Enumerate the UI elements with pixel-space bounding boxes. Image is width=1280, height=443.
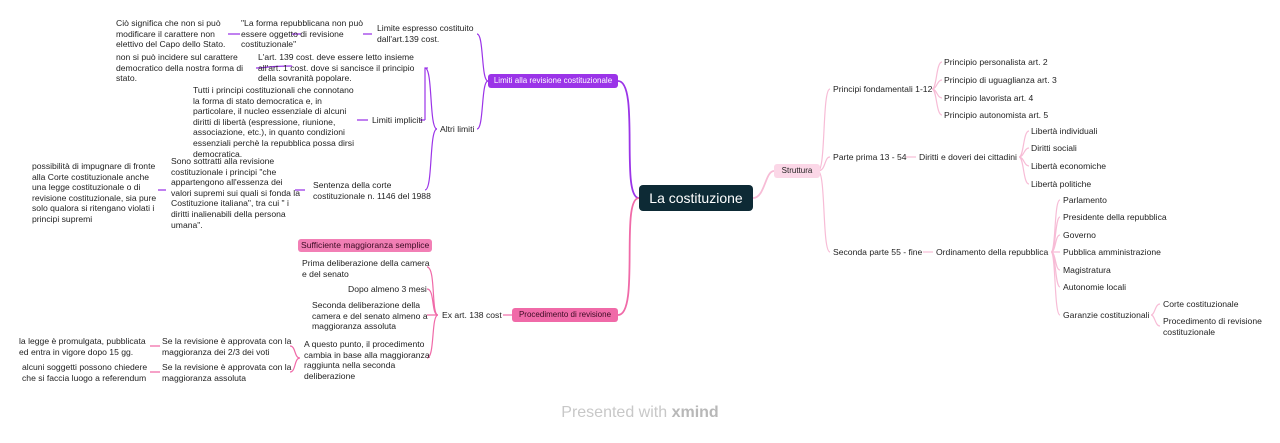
garanzie-topic[interactable]: Garanzie costituzionali <box>1063 310 1150 320</box>
principio-item[interactable]: Principio di uguaglianza art. 3 <box>944 75 1057 85</box>
liberta-item[interactable]: Libertà politiche <box>1031 179 1092 189</box>
principio-item[interactable]: Principio personalista art. 2 <box>944 57 1048 67</box>
altri-limiti-topic[interactable]: Altri limiti <box>440 124 475 134</box>
prima-deliberazione[interactable]: Prima deliberazione della camera e del s… <box>302 258 430 279</box>
ex-art-138-topic[interactable]: Ex art. 138 cost <box>442 310 502 320</box>
struttura-topic[interactable]: Struttura <box>774 164 820 178</box>
principio-item[interactable]: Principio autonomista art. 5 <box>944 110 1049 120</box>
ordinamento-topic[interactable]: Ordinamento della repubblica <box>936 247 1049 257</box>
procedimento-revisione-topic[interactable]: Procedimento di revisione <box>512 308 618 322</box>
maggioranza-assoluta-note[interactable]: alcuni soggetti possono chiedere che si … <box>22 362 148 383</box>
a-questo-punto[interactable]: A questo punto, il procedimento cambia i… <box>304 339 430 381</box>
seconda-deliberazione[interactable]: Seconda deliberazione della camera e del… <box>312 300 428 332</box>
liberta-item[interactable]: Diritti sociali <box>1031 143 1077 153</box>
maggioranza-2-3-note[interactable]: la legge è promulgata, pubblicata ed ent… <box>19 336 146 357</box>
principi-fondamentali-topic[interactable]: Principi fondamentali 1-12 <box>833 84 933 94</box>
liberta-item[interactable]: Libertà individuali <box>1031 126 1098 136</box>
xmind-logo: xmind <box>671 404 719 421</box>
ordinamento-item[interactable]: Pubblica amministrazione <box>1063 247 1161 257</box>
ordinamento-item[interactable]: Governo <box>1063 230 1096 240</box>
ordinamento-item[interactable]: Magistratura <box>1063 265 1111 275</box>
sentenza-note[interactable]: possibilità di impugnare di fronte alla … <box>32 161 157 224</box>
principio-item[interactable]: Principio lavorista art. 4 <box>944 93 1034 103</box>
limiti-impliciti-topic[interactable]: Limiti impliciti <box>372 115 423 125</box>
limite-espresso-topic[interactable]: Limite espresso costituito dall'art.139 … <box>377 23 474 44</box>
maggioranza-assoluta[interactable]: Se la revisione è approvata con la maggi… <box>162 362 292 383</box>
garanzie-item[interactable]: Procedimento di revisione costituzionale <box>1163 316 1262 337</box>
limiti-revisione-topic[interactable]: Limiti alla revisione costituzionale <box>488 74 618 88</box>
diritti-doveri-topic[interactable]: Diritti e doveri dei cittadini <box>919 152 1017 162</box>
ordinamento-item[interactable]: Autonomie locali <box>1063 282 1127 292</box>
garanzie-item[interactable]: Corte costituzionale <box>1163 299 1239 309</box>
liberta-item[interactable]: Libertà economiche <box>1031 161 1107 171</box>
sentenza-topic[interactable]: Sentenza della corte costituzionale n. 1… <box>313 180 431 201</box>
art139-note[interactable]: non si può incidere sul carattere democr… <box>116 52 244 84</box>
dopo-3-mesi[interactable]: Dopo almeno 3 mesi <box>348 284 427 294</box>
art139-text[interactable]: L'art. 139 cost. deve essere letto insie… <box>258 52 415 84</box>
root-topic[interactable]: La costituzione <box>639 185 753 211</box>
footer-text: Presented with <box>561 404 668 421</box>
limite-espresso-quote[interactable]: "La forma repubblicana non può essere og… <box>241 18 364 50</box>
parte-prima-topic[interactable]: Parte prima 13 - 54 <box>833 152 907 162</box>
maggioranza-semplice-tag[interactable]: Sufficiente maggioranza semplice <box>298 239 433 252</box>
sentenza-text[interactable]: Sono sottratti alla revisione costituzio… <box>171 156 300 230</box>
seconda-parte-topic[interactable]: Seconda parte 55 - fine <box>833 247 923 257</box>
footer-watermark: Presented with xmind <box>0 404 1280 422</box>
limite-espresso-note[interactable]: Ciò significa che non si può modificare … <box>116 18 226 50</box>
ordinamento-item[interactable]: Parlamento <box>1063 195 1107 205</box>
maggioranza-2-3[interactable]: Se la revisione è approvata con la maggi… <box>162 336 292 357</box>
ordinamento-item[interactable]: Presidente della repubblica <box>1063 212 1167 222</box>
principi-costituzionali-text[interactable]: Tutti i principi costituzionali che conn… <box>193 85 354 159</box>
